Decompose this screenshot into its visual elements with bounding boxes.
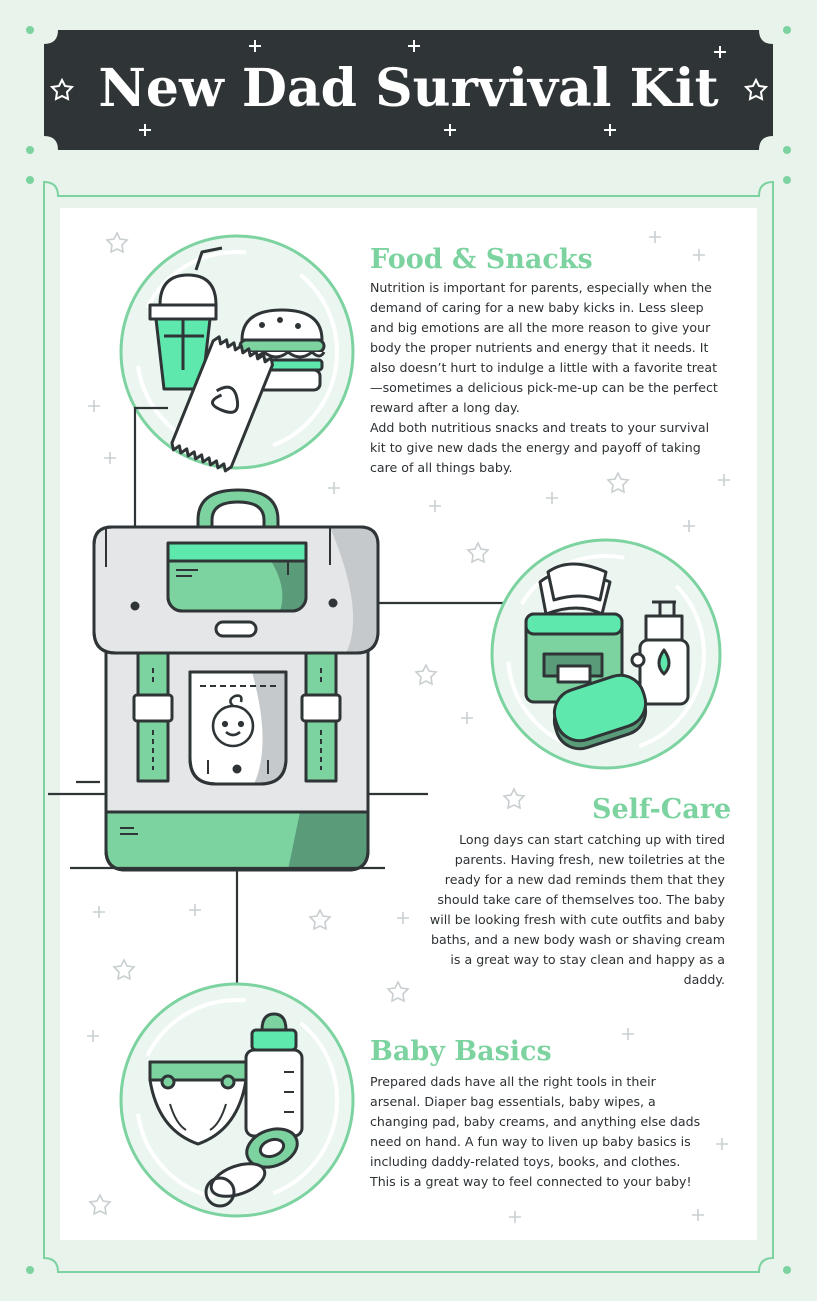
sparkles [87,231,730,1223]
star-icon [112,958,136,981]
page-title: New Dad Survival Kit [98,58,719,119]
drink-cup-icon [148,246,223,391]
backpack-icon [92,488,380,872]
star-icon [49,77,769,101]
star-icon [414,663,438,686]
star-icon [502,787,526,810]
star-icon [386,980,410,1003]
soap-bottle-icon [638,600,690,706]
title-banner [44,30,773,150]
food-paragraph-2: Add both nutritious snacks and treats to… [370,420,710,475]
star-icon [308,908,332,931]
selfcare-section-body: Long days can start catching up with tir… [428,830,725,990]
baby-section-title: Baby Basics [370,1036,552,1067]
selfcare-paragraph-1: Long days can start catching up with tir… [429,832,725,987]
snack-bag-icon [170,335,274,473]
star-icon [105,231,129,254]
baby-bottle-icon [244,1012,304,1138]
diaper-icon [148,1060,248,1146]
star-icon [88,1193,112,1216]
baby-face-icon [211,694,255,748]
food-illustration [119,234,355,473]
frame-dots [26,26,791,1274]
food-section-body: Nutrition is important for parents, espe… [370,278,720,478]
pacifier-icon [204,1127,299,1208]
baby-section-body: Prepared dads have all the right tools i… [370,1072,705,1192]
baby-illustration [119,982,355,1218]
food-paragraph-1: Nutrition is important for parents, espe… [370,280,718,415]
baby-paragraph-1: Prepared dads have all the right tools i… [370,1074,701,1189]
star-icon [466,541,490,564]
sponge-icon [552,652,648,751]
star-icon [606,471,630,494]
food-section-title: Food & Snacks [370,244,593,275]
selfcare-illustration [490,538,722,770]
selfcare-section-title: Self-Care [592,794,732,825]
